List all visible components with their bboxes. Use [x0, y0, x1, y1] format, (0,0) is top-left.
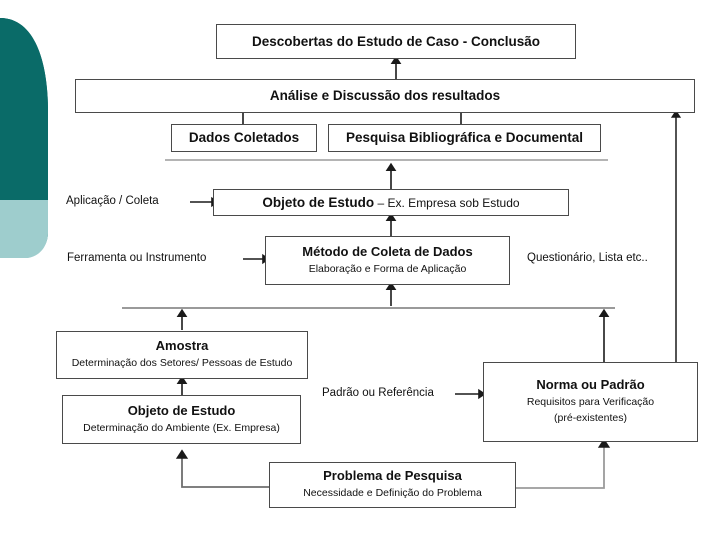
node-objeto-estudo-topo-suffix: – Ex. Empresa sob Estudo [374, 195, 520, 210]
node-norma-padrao-subtitle2: (pré-existentes) [554, 412, 627, 425]
node-objeto-estudo-base[interactable]: Objeto de Estudo Determinação do Ambient… [62, 395, 301, 444]
node-objeto-estudo-topo[interactable]: Objeto de Estudo – Ex. Empresa sob Estud… [213, 189, 569, 216]
node-descobertas[interactable]: Descobertas do Estudo de Caso - Conclusã… [216, 24, 576, 59]
node-analise-title: Análise e Discussão dos resultados [269, 88, 501, 104]
node-descobertas-title: Descobertas do Estudo de Caso - Conclusã… [251, 33, 541, 49]
node-dados-coletados-title: Dados Coletados [188, 130, 300, 146]
node-pesquisa-bibliografica-title: Pesquisa Bibliográfica e Documental [345, 130, 584, 146]
decorative-teal-shape [0, 0, 60, 280]
node-objeto-estudo-base-subtitle: Determinação do Ambiente (Ex. Empresa) [83, 421, 280, 434]
node-analise[interactable]: Análise e Discussão dos resultados [75, 79, 695, 113]
label-padrao-referencia: Padrão ou Referência [322, 387, 434, 399]
node-amostra-title: Amostra [155, 338, 209, 354]
node-problema-pesquisa-title: Problema de Pesquisa [323, 468, 462, 484]
node-norma-padrao-title: Norma ou Padrão [536, 376, 645, 392]
node-problema-pesquisa[interactable]: Problema de Pesquisa Necessidade e Defin… [269, 462, 516, 508]
node-objeto-estudo-topo-title: Objeto de Estudo – Ex. Empresa sob Estud… [262, 194, 520, 210]
node-problema-pesquisa-subtitle: Necessidade e Definição do Problema [303, 487, 482, 500]
node-metodo-coleta-title: Método de Coleta de Dados [302, 243, 473, 259]
node-dados-coletados[interactable]: Dados Coletados [171, 124, 317, 152]
label-aplicacao-coleta: Aplicação / Coleta [66, 195, 159, 207]
label-ferramenta-instrumento: Ferramenta ou Instrumento [67, 252, 207, 264]
node-pesquisa-bibliografica[interactable]: Pesquisa Bibliográfica e Documental [328, 124, 601, 152]
node-norma-padrao-subtitle: Requisitos para Verificação [526, 395, 655, 408]
node-amostra[interactable]: Amostra Determinação dos Setores/ Pessoa… [56, 331, 308, 379]
node-objeto-estudo-base-title: Objeto de Estudo [127, 402, 236, 418]
node-norma-padrao[interactable]: Norma ou Padrão Requisitos para Verifica… [483, 362, 698, 442]
node-amostra-subtitle: Determinação dos Setores/ Pessoas de Est… [71, 357, 293, 370]
node-metodo-coleta[interactable]: Método de Coleta de Dados Elaboração e F… [265, 236, 510, 285]
node-metodo-coleta-subtitle: Elaboração e Forma de Aplicação [308, 262, 467, 275]
label-questionario-lista: Questionário, Lista etc.. [527, 252, 648, 264]
